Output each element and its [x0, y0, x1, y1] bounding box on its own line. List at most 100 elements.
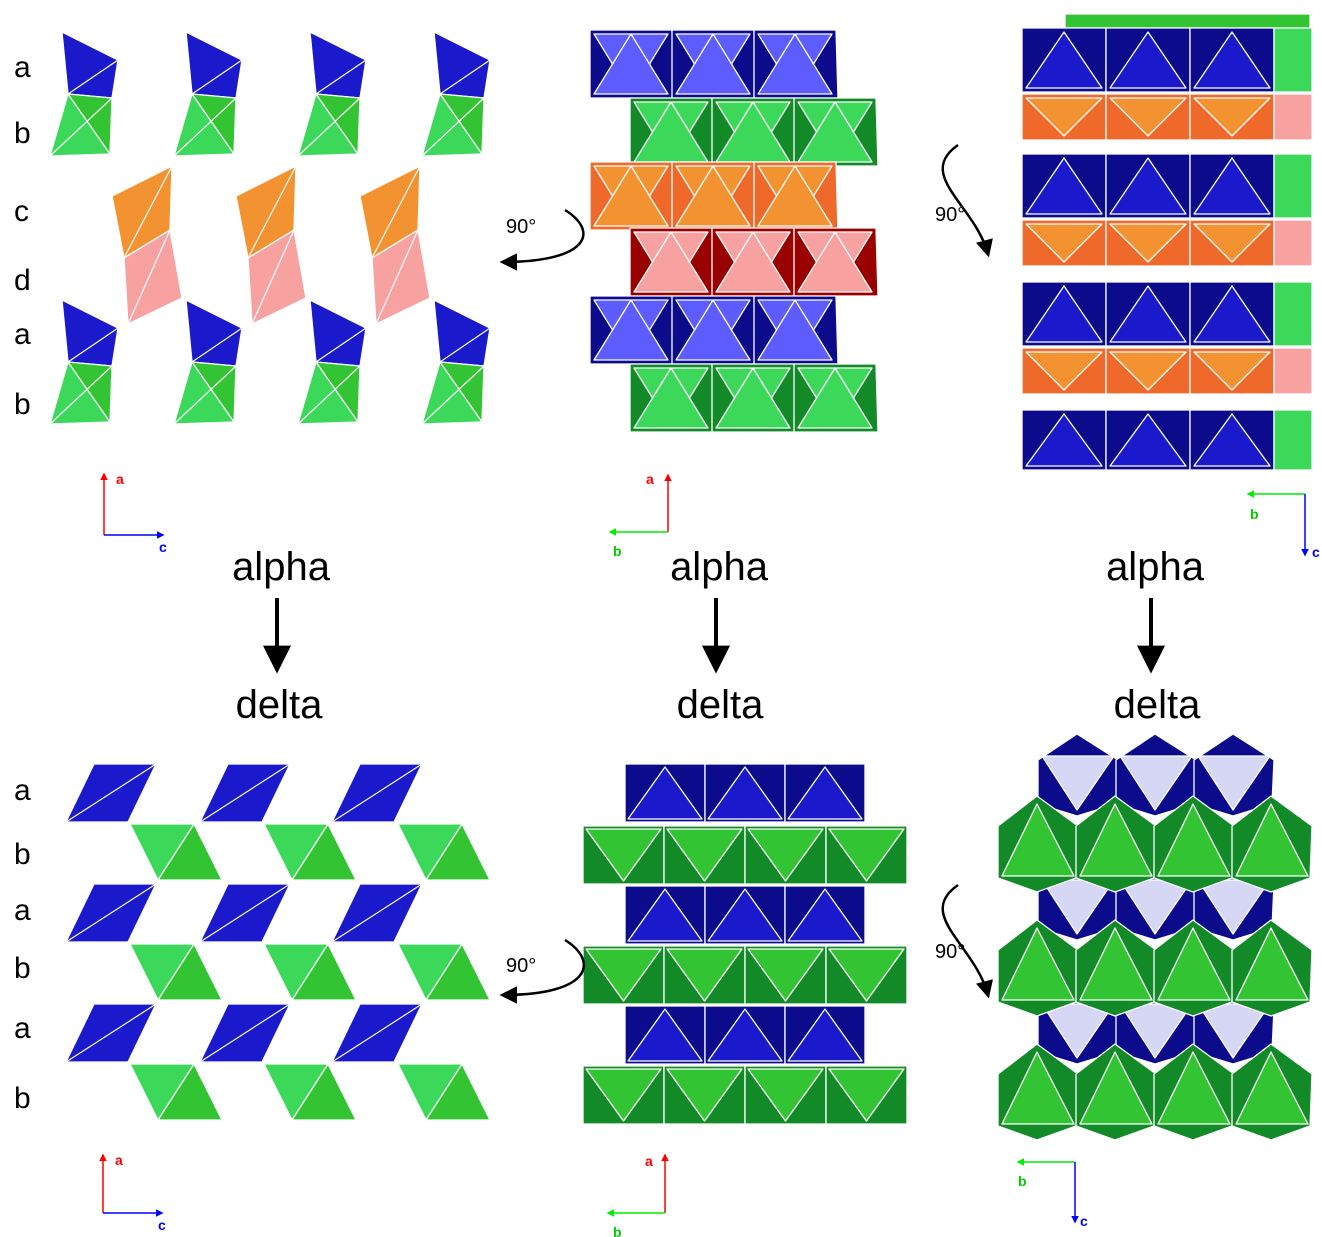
curved-arrow-icon — [499, 938, 585, 1004]
octahedron-b — [1157, 1051, 1231, 1125]
tetrahedron-b — [49, 361, 111, 425]
tetrahedron-b — [49, 93, 111, 157]
octahedron-b — [1001, 927, 1075, 1001]
slab-c — [1193, 97, 1271, 137]
axis-label-c: c — [159, 539, 167, 555]
slab-c — [1025, 97, 1103, 137]
octahedron-b — [1235, 927, 1309, 1001]
tetrahedron-b — [297, 361, 359, 425]
parallelogram-b — [263, 823, 329, 881]
transition-column-middle: alpha delta — [670, 545, 769, 727]
parallelogram-b — [397, 1063, 463, 1121]
slab-a-edge — [1273, 281, 1313, 347]
octahedron-a — [675, 33, 751, 95]
slab-a — [1025, 413, 1103, 467]
phase-label-delta: delta — [677, 683, 764, 727]
octahedron-a — [593, 33, 669, 95]
slab-a — [1025, 285, 1103, 343]
alpha-ac-polyhedra — [49, 31, 491, 425]
slab-a — [1193, 157, 1271, 215]
polyhedron-edge — [331, 763, 423, 823]
slab-c-edge — [1273, 219, 1313, 267]
polyhedron-edge — [251, 229, 295, 325]
layer-a — [707, 766, 783, 820]
delta-bc-polyhedra — [997, 733, 1313, 1141]
slab-c-edge — [1273, 347, 1313, 395]
octahedron-b — [1001, 1051, 1075, 1125]
layer-b — [828, 948, 905, 1002]
octahedron-b — [1001, 803, 1075, 877]
phase-label-alpha: alpha — [1106, 545, 1205, 589]
slab-c — [1193, 223, 1271, 263]
octahedron-a — [1041, 755, 1115, 811]
rotation-indicator: 90° — [499, 938, 585, 1004]
phase-label-alpha: alpha — [232, 545, 331, 589]
slab-a — [1025, 157, 1103, 215]
octahedron-a — [593, 299, 669, 361]
delta-ac-polyhedra — [65, 763, 491, 1121]
rotation-indicator: 90° — [499, 208, 585, 271]
stack-label: d — [14, 264, 31, 297]
octahedron-a — [1197, 879, 1271, 935]
stack-label: a — [14, 1012, 31, 1045]
delta-bc-panel: 90° b c — [935, 733, 1313, 1229]
polyhedron-edge — [191, 327, 243, 363]
octahedron-a — [675, 299, 751, 361]
tetrahedron-b — [297, 93, 359, 157]
octahedron-b — [797, 367, 873, 429]
polyhedron-edge — [371, 165, 421, 259]
rotation-label: 90° — [935, 941, 965, 963]
octahedron-d — [715, 231, 791, 293]
alpha-ac-panel: a b c d a b a c — [14, 31, 491, 555]
octahedron-b — [1157, 927, 1231, 1001]
delta-ac-panel: a b a b a b a c — [14, 763, 491, 1233]
slab-c — [1109, 351, 1187, 391]
slab-a-edge — [1273, 409, 1313, 471]
polyhedron-edge — [297, 365, 361, 425]
axis-label-a: a — [646, 471, 654, 487]
octahedron-b — [1235, 803, 1309, 877]
parallelogram-b — [397, 943, 463, 1001]
stack-label: b — [14, 952, 31, 985]
delta-ab-polyhedra — [582, 763, 908, 1125]
polyhedron-edge — [67, 327, 119, 363]
axis-label-b: b — [1250, 506, 1259, 522]
axis-triad: b c — [1246, 490, 1320, 560]
octahedron-b — [1079, 1051, 1153, 1125]
parallelogram-b — [263, 1063, 329, 1121]
stack-label: b — [14, 388, 31, 421]
polyhedron-edge — [247, 165, 297, 259]
stack-label: a — [14, 774, 31, 807]
layer-a — [627, 888, 703, 942]
slab-a — [1193, 31, 1271, 89]
slab-a — [1193, 285, 1271, 343]
octahedron-b — [1235, 1051, 1309, 1125]
polyhedron-edge — [191, 59, 243, 95]
layer-b — [666, 828, 743, 882]
transition-column-right: alpha delta — [1106, 545, 1205, 727]
polyhedron-edge — [199, 883, 291, 943]
phase-label-alpha: alpha — [670, 545, 769, 589]
layer-b — [666, 948, 743, 1002]
axis-label-b: b — [613, 1224, 622, 1237]
polyhedron-edge — [173, 365, 237, 425]
polyhedron-edge — [199, 763, 291, 823]
polyhedron-edge — [199, 1003, 291, 1063]
axis-triad: a c — [99, 1152, 166, 1233]
polyhedron-edge — [331, 1003, 423, 1063]
slab-b — [1064, 13, 1311, 29]
octahedron-b — [715, 367, 791, 429]
transition-column-left: alpha delta — [232, 545, 331, 727]
layer-b — [747, 1068, 824, 1122]
layer-a — [627, 766, 703, 820]
rotation-label: 90° — [506, 216, 536, 238]
octahedron-b — [1157, 803, 1231, 877]
polyhedron-edge — [49, 365, 113, 425]
alpha-ab-polyhedra — [589, 29, 879, 433]
alpha-ab-panel: 90° a b — [499, 29, 879, 559]
delta-ab-panel: 90° a b — [499, 763, 908, 1237]
parallelogram-b — [129, 1063, 195, 1121]
polyhedron-edge — [331, 883, 423, 943]
layer-b — [828, 1068, 905, 1122]
polyhedron-edge — [439, 59, 491, 95]
